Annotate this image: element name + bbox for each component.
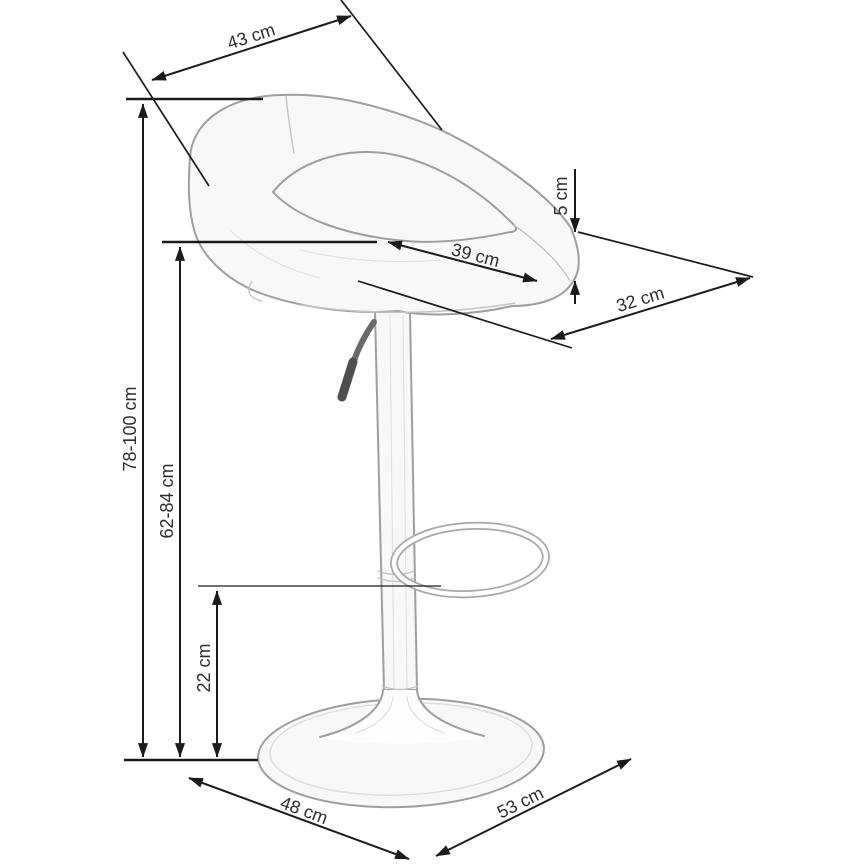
dim-line-seat-outer-width [151,15,352,81]
gas-lever-handle [337,357,358,402]
base-trumpet-right-edge [416,689,485,737]
pole-highlight-left [389,315,395,689]
seat-back-seam [285,95,295,154]
ext-line-32-lower [357,280,573,349]
pole [373,311,419,691]
dim-line-base-depth [435,758,632,857]
stool-sketch [187,93,580,809]
seat-right-wrap-seam [513,224,571,282]
base-trumpet-shading [355,696,445,734]
dim-line-seat-inner-width [387,240,538,283]
base-trumpet-fill [320,690,484,744]
seat-pad-lip [248,281,263,302]
seat-pad-wrinkle-2 [229,229,321,279]
dim-line-base-width [188,777,410,860]
gas-lever-arm [350,319,377,366]
dimension-layer: 43 cm 39 cm 5 cm 32 cm 78-100 cm 62-84 c… [120,0,754,860]
dim-label-footrest-height: 22 cm [194,643,214,692]
ext-line-43-right [340,0,443,131]
seat-opening [271,151,518,243]
seat-front-seam [299,302,516,314]
dim-label-backrest-thickness: 5 cm [551,176,571,215]
footrest-ring [390,521,550,599]
ext-line-43-left [122,51,210,187]
ext-line-32-upper [577,231,754,278]
pole-highlight-right [402,315,408,689]
dim-line-seat-depth [550,277,751,340]
pole-base-joint [381,685,419,691]
base-trumpet-left-edge [319,689,384,738]
dim-label-seat-height: 62-84 cm [157,463,177,538]
dim-label-overall-height: 78-100 cm [120,386,140,471]
